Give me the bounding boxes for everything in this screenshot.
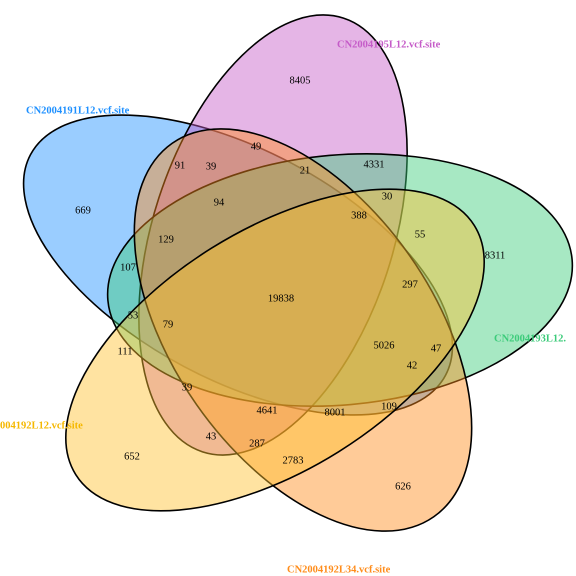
- set-label-cn2004192l34: CN2004192L34.vcf.site: [287, 564, 391, 575]
- region-count-8311: 8311: [485, 250, 506, 261]
- region-count-287: 287: [249, 438, 265, 449]
- region-count-47: 47: [431, 343, 442, 354]
- region-count-109: 109: [381, 401, 397, 412]
- region-count-107: 107: [120, 262, 136, 273]
- set-label-cn2004193l12: CN2004193L12.: [494, 333, 566, 344]
- region-count-30: 30: [382, 191, 393, 202]
- set-label-cn2004192l12: 004192L12.vcf.site: [0, 420, 83, 431]
- ellipse-cn2004192l34: [133, 128, 473, 532]
- region-count-388: 388: [351, 210, 367, 221]
- region-count-111: 111: [118, 346, 133, 357]
- region-count-8405: 8405: [290, 75, 311, 86]
- region-count-91: 91: [175, 160, 186, 171]
- region-count-626: 626: [395, 481, 411, 492]
- region-count-42: 42: [407, 360, 418, 371]
- region-count-79: 79: [163, 319, 174, 330]
- region-count-669: 669: [75, 205, 91, 216]
- region-count-55: 55: [415, 229, 426, 240]
- region-count-297: 297: [402, 279, 418, 290]
- region-count-8001: 8001: [325, 407, 346, 418]
- region-count-19838: 19838: [268, 293, 294, 304]
- region-count-2783: 2783: [283, 455, 304, 466]
- region-count-39-top: 39: [206, 161, 217, 172]
- region-count-5026: 5026: [374, 340, 395, 351]
- region-count-129: 129: [158, 234, 174, 245]
- set-label-cn2004195l12: CN2004195L12.vcf.site: [337, 39, 441, 50]
- set-label-cn2004191l12: CN2004191L12.vcf.site: [26, 105, 130, 116]
- region-count-39-bottom: 39: [182, 382, 193, 393]
- ellipse-cn2004191l12: [22, 114, 454, 416]
- ellipse-cn2004195l12: [138, 14, 408, 456]
- region-count-94: 94: [214, 197, 225, 208]
- region-count-49: 49: [251, 141, 262, 152]
- region-count-652: 652: [124, 451, 140, 462]
- region-count-4331: 4331: [364, 159, 385, 170]
- ellipse-cn2004192l12: [65, 188, 485, 512]
- region-count-53: 53: [128, 310, 139, 321]
- region-count-21: 21: [300, 165, 311, 176]
- region-count-4641: 4641: [257, 405, 278, 416]
- region-count-43: 43: [206, 431, 217, 442]
